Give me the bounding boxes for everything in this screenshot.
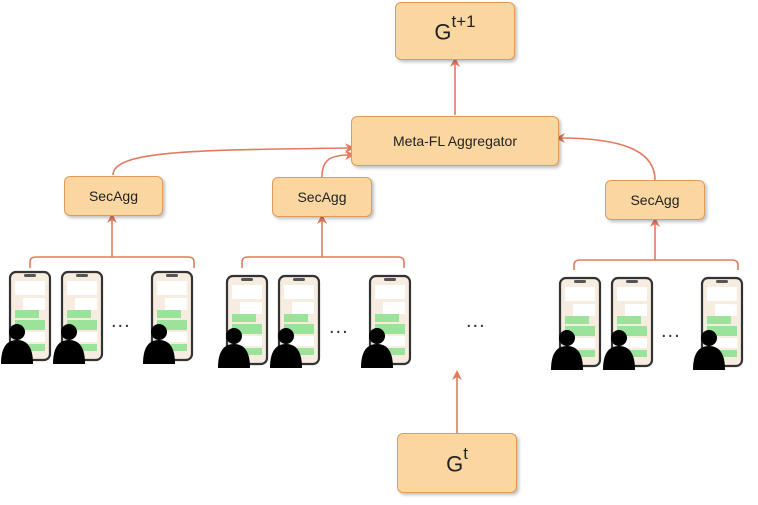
- secagg-label-3: SecAgg: [630, 192, 680, 208]
- secagg-box-2: SecAgg: [272, 177, 372, 217]
- global-model-current-box: Gt: [397, 433, 517, 493]
- user-icon: [1, 324, 33, 364]
- bracket-group-3: [573, 259, 739, 270]
- group-3-ellipsis: ...: [661, 320, 681, 342]
- arrow-secagg2-to-agg: [321, 150, 355, 178]
- secagg-box-1: SecAgg: [64, 176, 163, 216]
- user-icon: [53, 324, 85, 364]
- meta-fl-aggregator-label: Meta-FL Aggregator: [393, 133, 517, 149]
- client-device-1: [1, 270, 52, 364]
- client-device-2: [53, 270, 104, 364]
- secagg-box-3: SecAgg: [605, 180, 705, 220]
- client-device-3: [143, 270, 194, 364]
- user-icon: [361, 328, 393, 368]
- client-device-5: [270, 274, 321, 368]
- user-icon: [143, 324, 175, 364]
- client-device-8: [603, 276, 654, 370]
- client-device-6: [361, 274, 412, 368]
- group-2-ellipsis: ...: [329, 316, 349, 338]
- user-icon: [551, 330, 583, 370]
- user-icon: [603, 330, 635, 370]
- user-icon: [270, 328, 302, 368]
- user-icon: [218, 328, 250, 368]
- global-model-next-box: Gt+1: [395, 2, 515, 60]
- client-device-9: [693, 276, 744, 370]
- secagg-label-1: SecAgg: [88, 188, 139, 204]
- global-model-next-label: Gt+1: [434, 12, 476, 45]
- meta-fl-aggregator-box: Meta-FL Aggregator: [351, 116, 559, 166]
- user-icon: [693, 330, 725, 370]
- client-device-4: [218, 274, 269, 368]
- group-1-ellipsis: ...: [111, 310, 131, 332]
- middle-ellipsis: ...: [466, 310, 486, 332]
- bracket-group-2: [241, 256, 405, 268]
- secagg-label-2: SecAgg: [297, 189, 347, 205]
- arrow-secagg1-to-agg: [112, 143, 355, 176]
- client-device-7: [551, 276, 602, 370]
- global-model-current-label: Gt: [446, 444, 468, 477]
- arrow-secagg3-to-agg: [555, 133, 656, 181]
